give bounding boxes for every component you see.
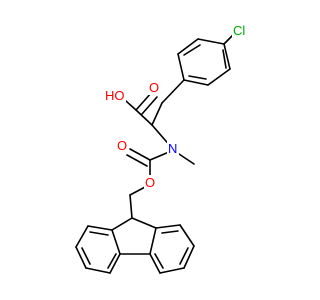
carbonyl-oxygen-carbamate-label: O — [117, 138, 127, 153]
bonds — [75, 33, 235, 274]
bond — [149, 253, 161, 274]
atom-bg — [116, 138, 128, 153]
carbonyl-oxygen-acid-label: O — [149, 80, 159, 95]
bond — [197, 38, 225, 45]
atom-bg — [148, 80, 160, 95]
molecule-structure-diagram: Cl O HO N O O — [75, 22, 254, 274]
bond — [111, 217, 133, 231]
bond-ch2-ring — [161, 79, 185, 104]
bond — [183, 79, 209, 86]
bond — [109, 253, 121, 274]
atom-bg — [144, 175, 156, 190]
ester-oxygen-label: O — [145, 175, 155, 190]
bond — [179, 247, 189, 265]
bond — [155, 224, 181, 229]
bond — [207, 68, 231, 86]
atom-bg — [167, 141, 179, 156]
hydroxyl-oxygen-label: HO — [105, 88, 125, 103]
bond-carbamate-c-o-double — [126, 154, 148, 167]
bond — [222, 49, 227, 69]
chlorophenyl-ring — [177, 38, 231, 86]
bond — [159, 267, 185, 274]
bond — [87, 225, 113, 231]
bond — [179, 224, 195, 247]
bond — [177, 53, 185, 81]
bond-carbamate-c-o — [129, 148, 151, 161]
bond-alpha-ch2 — [151, 102, 163, 126]
chlorine-label: Cl — [233, 23, 245, 38]
bond-acid-c-oh — [125, 100, 137, 111]
bond — [161, 230, 179, 234]
bond-ch2-c9 — [129, 194, 133, 219]
bond — [75, 246, 87, 269]
bond — [111, 229, 121, 255]
bond — [107, 253, 117, 269]
bond — [188, 75, 207, 80]
bond — [183, 245, 195, 269]
bond — [183, 44, 201, 56]
nitrogen-label: N — [168, 141, 177, 156]
bond-acid-c-o-double — [141, 96, 158, 115]
fluorene-core — [75, 217, 195, 274]
atom-labels: Cl O HO N O O — [104, 22, 254, 190]
bond-alpha-acid-c — [135, 109, 153, 126]
bond — [75, 225, 89, 248]
bond — [89, 231, 109, 236]
bond — [154, 253, 164, 269]
atom-bg — [104, 88, 126, 103]
atom-bg — [232, 22, 254, 38]
bond — [85, 267, 111, 274]
bond — [177, 38, 199, 55]
bond-n-carbamate-c — [149, 151, 170, 161]
bond — [131, 217, 157, 229]
bond — [223, 43, 231, 70]
bond — [81, 247, 91, 265]
bond — [149, 227, 157, 255]
